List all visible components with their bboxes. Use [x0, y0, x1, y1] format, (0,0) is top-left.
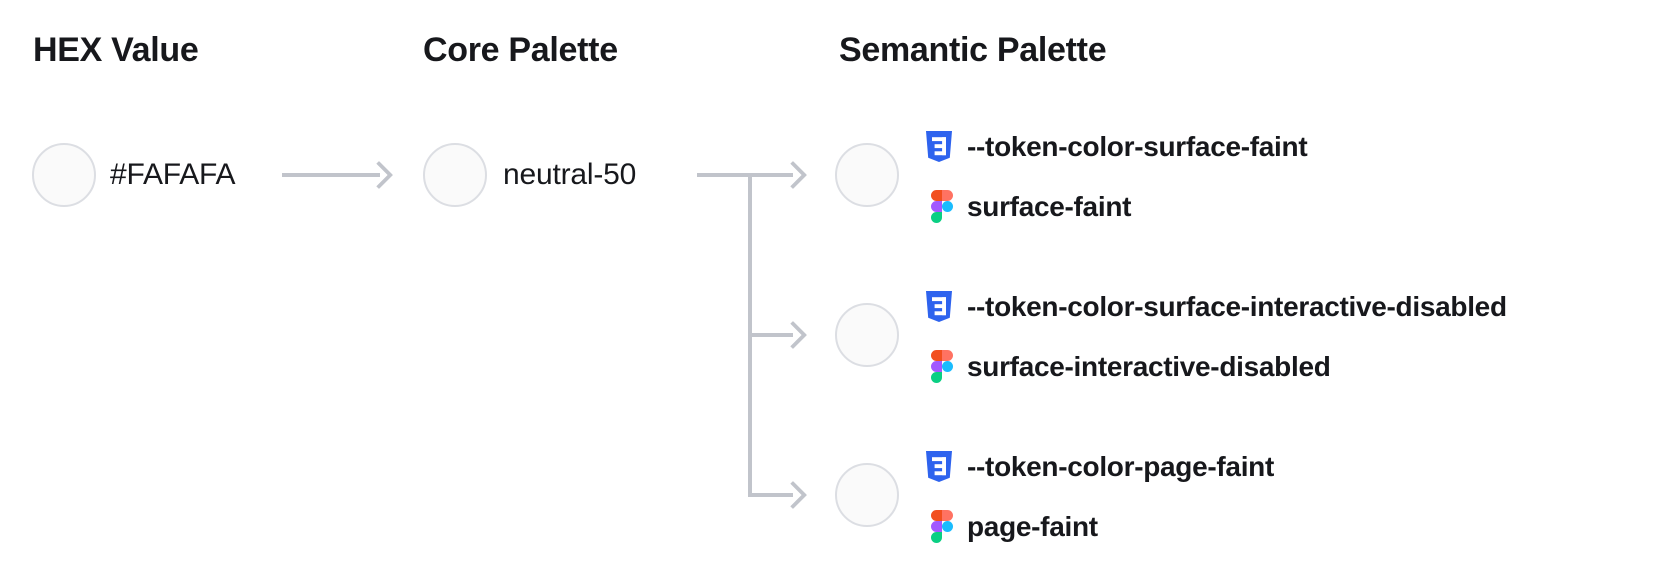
hex-value-heading: HEX Value — [33, 31, 199, 69]
semantic-swatch — [835, 463, 899, 527]
figma-logo-icon — [931, 350, 953, 383]
figma-token-name: page-faint — [967, 511, 1098, 542]
css3-shield-icon — [925, 451, 953, 483]
core-color-swatch — [423, 143, 487, 207]
figma-token-name: surface-interactive-disabled — [967, 351, 1331, 382]
arrow-hex-to-core-head-icon — [364, 160, 394, 190]
connector-branch-1-line — [697, 173, 793, 177]
css-variable-name: --token-color-surface-interactive-disabl… — [967, 291, 1507, 322]
css-variable-name: --token-color-page-faint — [967, 451, 1275, 482]
core-palette-heading: Core Palette — [423, 31, 618, 69]
arrow-hex-to-core-line — [282, 173, 380, 177]
figma-token-name: surface-faint — [967, 191, 1132, 222]
core-color-label: neutral-50 — [503, 158, 637, 191]
semantic-palette-heading: Semantic Palette — [839, 31, 1107, 69]
css3-shield-icon — [925, 131, 953, 163]
semantic-swatch — [835, 143, 899, 207]
semantic-swatch — [835, 303, 899, 367]
connector-branch-2-head-icon — [778, 320, 808, 350]
connector-branch-2-line — [748, 333, 793, 337]
css3-shield-icon — [925, 291, 953, 323]
css-variable-name: --token-color-surface-faint — [967, 131, 1308, 162]
hex-color-label: #FAFAFA — [110, 158, 236, 191]
figma-logo-icon — [931, 510, 953, 543]
figma-logo-icon — [931, 190, 953, 223]
connector-branch-3-line — [748, 493, 793, 497]
connector-branch-3-head-icon — [778, 480, 808, 510]
connector-branch-1-head-icon — [778, 160, 808, 190]
hex-color-swatch — [32, 143, 96, 207]
